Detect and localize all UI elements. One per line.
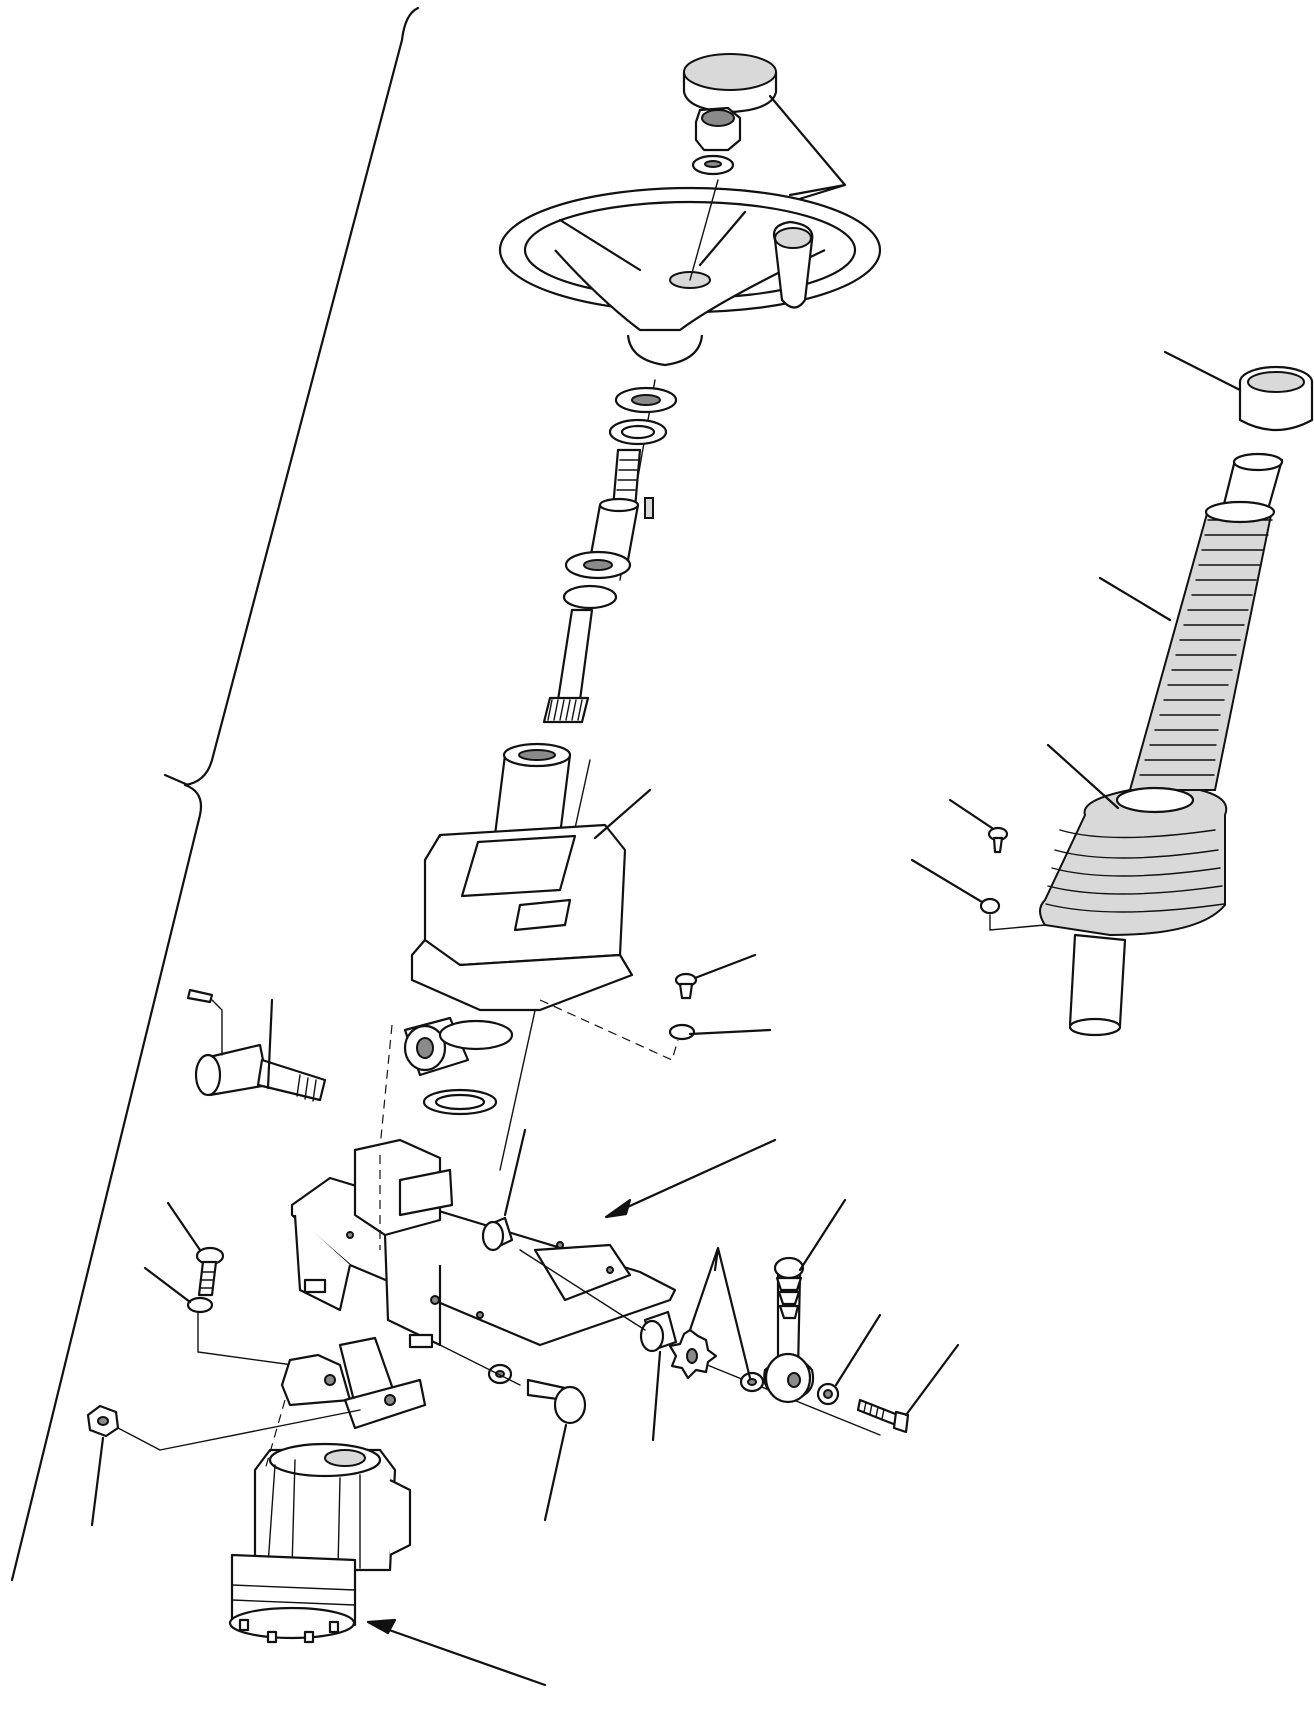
bellows-boot — [1128, 500, 1276, 791]
lever-bolt — [856, 1398, 910, 1434]
gaiter-screw-washer — [979, 897, 1001, 915]
valve-arrow-head — [366, 1618, 397, 1635]
valve-bracket — [280, 1336, 427, 1430]
housing-washer — [668, 1023, 696, 1041]
column-seal-inner — [631, 394, 661, 406]
lock-nut — [86, 1404, 120, 1438]
leader-lock-nut — [90, 1436, 105, 1527]
bracket-fix-line — [159, 1409, 361, 1451]
leader-tilt-lever — [798, 1198, 847, 1272]
leader-bellows — [1098, 576, 1172, 622]
base-gaiter — [1039, 786, 1228, 937]
group-brace-tick — [163, 773, 190, 787]
nut-guide-line — [117, 1427, 161, 1451]
lower-rod — [1068, 933, 1127, 1037]
column-circlip-inner — [620, 424, 656, 440]
steering-valve — [228, 1442, 412, 1644]
leader-shoulder-bolt — [543, 1423, 568, 1522]
leader-housing-washer — [688, 1028, 772, 1036]
leader-lever-bolt — [904, 1343, 960, 1417]
leader-housing-bolt — [693, 953, 757, 980]
bolt-washer-hole — [823, 1389, 833, 1399]
shaft-clip — [562, 584, 618, 610]
steering-nut — [694, 106, 742, 152]
steering-washer-hole — [704, 160, 722, 168]
leader-tilt-bolt — [266, 998, 274, 1090]
housing-bolt — [674, 972, 698, 1000]
upper-shaft — [588, 448, 654, 562]
pivot-ring-lower-hole — [434, 1093, 486, 1111]
leader-gaiter-washer — [910, 858, 984, 904]
cam-bushing — [639, 1310, 678, 1353]
leader-gaiter-screw — [948, 798, 994, 830]
bracket-bushing — [481, 1216, 514, 1252]
bolt-dashline — [539, 999, 679, 1061]
lever-washer-hole — [747, 1378, 757, 1386]
tilt-lever — [763, 1256, 815, 1404]
steering-cap — [682, 53, 778, 114]
bracket-screw — [195, 1246, 225, 1297]
leader-bracket-screw — [166, 1201, 202, 1252]
leader-star-group — [688, 1246, 752, 1380]
leader-bracket-bushing — [503, 1128, 527, 1217]
bolt-line — [439, 1344, 521, 1386]
pin-guide-line — [211, 999, 223, 1056]
lever-grip — [1238, 365, 1314, 431]
valve-axis-dash — [264, 1399, 286, 1471]
bracket-screw-washer — [186, 1296, 214, 1314]
pivot-ring — [438, 1019, 514, 1051]
gaiter-screw — [987, 826, 1009, 854]
shoulder-bolt — [526, 1378, 587, 1425]
leader-bracket-washer — [143, 1266, 192, 1304]
roll-pin — [186, 988, 214, 1004]
steering-wheel — [498, 186, 882, 367]
valve-arrow-line — [373, 1623, 547, 1687]
bracket-arrow-head — [604, 1198, 632, 1219]
star-washer — [668, 1328, 718, 1380]
gaiter-fix-line — [989, 914, 1046, 931]
leader-cam-bushing — [651, 1350, 662, 1442]
shaft-bearing-hole — [583, 559, 613, 571]
mounting-bracket — [290, 1138, 677, 1349]
leader-cap-group — [768, 94, 847, 210]
column-axis — [499, 179, 719, 1171]
leader-housing — [593, 788, 652, 840]
leader-lever-grip — [1163, 350, 1242, 392]
spinner-knob — [772, 220, 814, 309]
screw-guide-line — [197, 1311, 316, 1369]
intermediate-shaft — [556, 608, 594, 702]
leader-base-gaiter — [1046, 743, 1120, 810]
column-housing — [410, 823, 634, 1012]
leader-bolt-washer — [834, 1313, 882, 1387]
bracket-arrow-line — [608, 1138, 777, 1217]
tilt-bolt — [194, 1043, 327, 1102]
spline-coupling — [542, 696, 590, 724]
group-brace — [10, 6, 420, 1582]
column-tube — [493, 742, 572, 837]
